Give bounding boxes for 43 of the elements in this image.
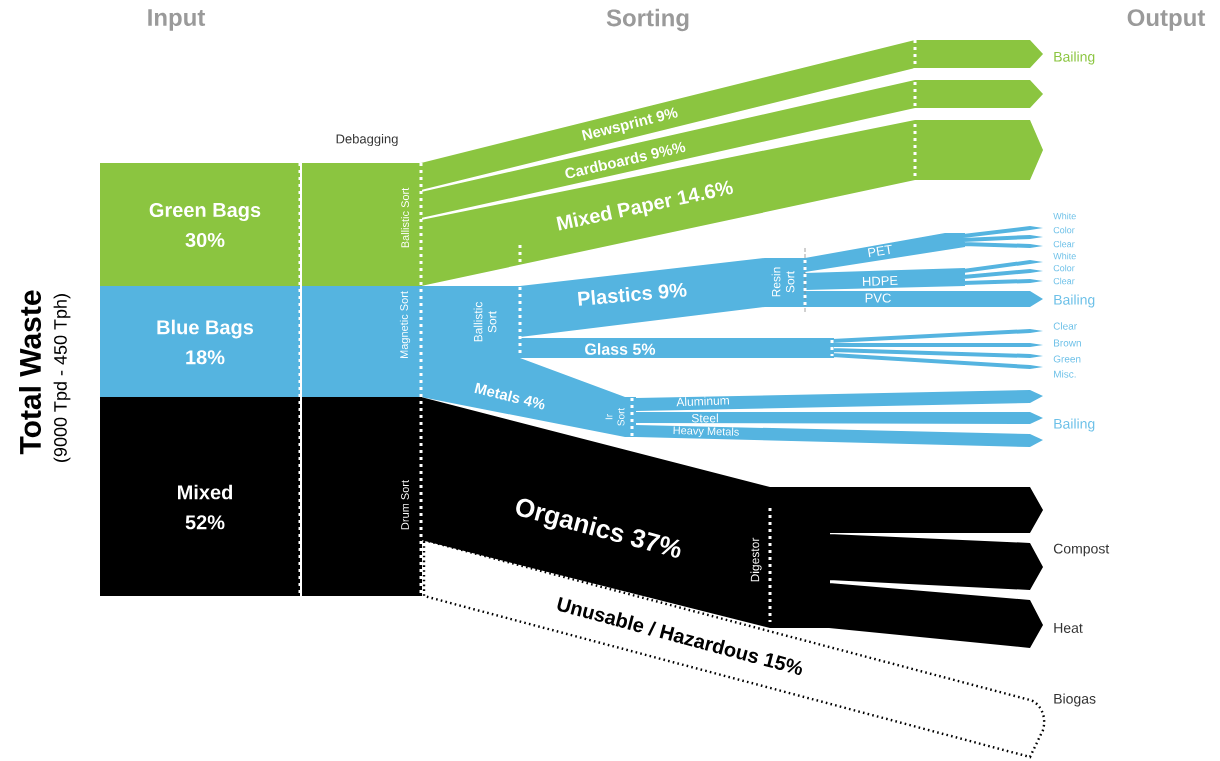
output-label: Bailing: [1054, 418, 1095, 432]
output-label: White: [1053, 212, 1076, 220]
output-label: White: [1053, 252, 1076, 260]
flow-band: HDPE: [805, 260, 1043, 290]
stage-label: Debagging: [336, 133, 398, 147]
output-label: Color: [1053, 226, 1075, 234]
output-label: Clear: [1053, 322, 1077, 330]
column-heading: Output: [1127, 9, 1206, 31]
node-label: Green Bags: [149, 202, 261, 222]
node-label: Drum Sort: [401, 480, 409, 530]
flow-band: Aluminum: [636, 390, 1043, 411]
output-label: Clear: [1053, 240, 1075, 248]
node-label: Blue Bags: [157, 319, 254, 339]
output-label: Bailing: [1054, 294, 1095, 308]
title: Total Waste: [19, 290, 41, 455]
sorter-block: Drum Sort: [302, 397, 422, 596]
subtitle: (9000 Tpd - 450 Tph): [53, 294, 71, 462]
input-block: Blue Bags 18%: [100, 286, 300, 397]
flow-band: PVC: [805, 291, 1043, 307]
node-label: 18%: [186, 350, 225, 365]
column-heading: Sorting: [606, 8, 689, 32]
node-label: Mixed: [178, 484, 233, 500]
output-label: Compost: [1053, 543, 1110, 557]
flow-band: PET: [805, 226, 1043, 272]
output-label: Clear: [1053, 277, 1075, 285]
output-label: Green: [1053, 355, 1081, 363]
input-block: Green Bags 30%: [100, 163, 300, 286]
output-label: Bailing: [1054, 51, 1095, 65]
sorter-block: Magnetic Sort: [302, 286, 422, 397]
node-label: 52%: [185, 515, 225, 530]
output-label: Brown: [1054, 339, 1081, 347]
node-label: 30%: [185, 232, 225, 248]
output-label: Color: [1053, 264, 1075, 272]
output-label: Heat: [1054, 623, 1083, 633]
output-label: Misc.: [1054, 370, 1076, 378]
node-label: Magnetic Sort: [399, 291, 411, 359]
node-label: Ballistic Sort: [400, 187, 410, 248]
column-heading: Input: [148, 9, 206, 31]
sorter-block: Ballistic Sort: [302, 163, 422, 286]
node-label: PVC: [865, 293, 891, 303]
node-label: Ballistic Sort: [473, 301, 497, 342]
sorter-block: Ballistic Sort: [421, 286, 520, 358]
input-block: Mixed 52%: [100, 397, 300, 596]
